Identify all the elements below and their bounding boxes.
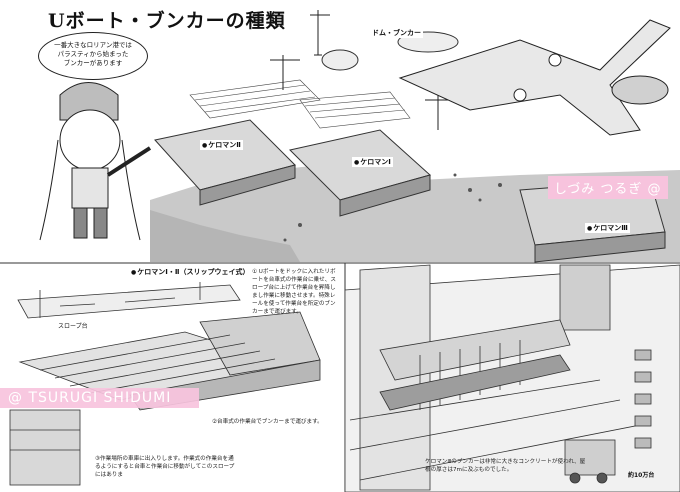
debris <box>283 173 502 242</box>
speech-bubble-text: 一番大きなロリアン港では パラスティから始まった ブンカーがあります <box>54 41 132 67</box>
page-title: Uボート・ブンカーの種類 <box>48 10 286 32</box>
truck-caption: 約10万台 <box>628 472 655 479</box>
label-keroman-3: ケロマンⅢ <box>585 223 630 233</box>
bunker-interior <box>344 264 680 492</box>
slope-label: スロープ台 <box>58 323 88 330</box>
cranes <box>270 10 455 130</box>
slipway-note: ① Uボートをドックに入れたリボートを台車式の作業台に乗せ、スロープ台に上げて作… <box>252 269 336 315</box>
dome-bunker <box>321 49 359 71</box>
label-dome-bunker: ドム・ブンカー <box>370 28 423 38</box>
signature-jp: しづみ つるぎ @ <box>548 176 668 199</box>
note-mid: ②台車式の作業台でブンカーまで運びます。 <box>212 419 323 425</box>
signature-en: @ TSURUGI SHIDUMI <box>0 388 199 408</box>
character-girl <box>39 82 152 241</box>
aircraft <box>398 19 671 136</box>
sheds <box>189 79 411 129</box>
note-bottom-right: ケロマンⅢのブンカーは非常に大きなコンクリートが使われ、屋根の厚さは7mに及ぶも… <box>425 459 586 473</box>
label-keroman-2: ケロマンⅡ <box>200 140 243 150</box>
note-bottom-left: ③作業場所の車庫に出入りします。作業式の作業台を通るようにすると台車と作業台に移… <box>95 456 235 478</box>
speech-bubble: 一番大きなロリアン港では パラスティから始まった ブンカーがあります <box>38 32 148 80</box>
label-keroman-1: ケロマンⅠ <box>352 157 393 167</box>
section-heading-slipway: ケロマンⅠ・Ⅱ（スリップウェイ式） <box>131 267 249 277</box>
